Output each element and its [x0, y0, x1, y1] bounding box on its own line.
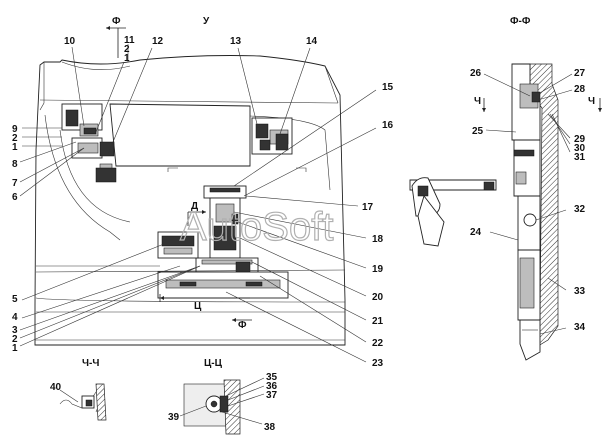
- left-box-assembly: [157, 231, 199, 259]
- callout-12: 12: [152, 36, 164, 47]
- leader-lines-f-f: [483, 73, 573, 335]
- callout-24: 24: [470, 227, 482, 238]
- cut-label-ch-right: Ч: [588, 96, 595, 107]
- view-title-main: У: [203, 16, 210, 27]
- cut-label-f-bottom: Ф: [238, 320, 247, 331]
- latch-assembly: [409, 177, 497, 247]
- callout-36: 36: [266, 381, 278, 392]
- section-ts-ts: Ц-Ц 35 36 37 39 38: [168, 358, 278, 435]
- callout-23: 23: [372, 358, 384, 369]
- cut-label-d: Д: [191, 201, 198, 212]
- view-title-ch-ch: Ч-Ч: [82, 358, 99, 369]
- callout-32: 32: [574, 204, 586, 215]
- callout-1-bottom: 1: [12, 343, 18, 354]
- callout-6: 6: [12, 192, 18, 203]
- callout-2-left: 2: [12, 133, 18, 144]
- right-hinge-assembly: [251, 117, 293, 155]
- watermark: AutoSoft: [180, 205, 333, 249]
- callout-26: 26: [470, 68, 482, 79]
- callout-1-left: 1: [12, 142, 18, 153]
- callout-3: 3: [12, 325, 18, 336]
- window-panel: [109, 103, 251, 167]
- callout-19: 19: [372, 264, 384, 275]
- callout-8: 8: [12, 159, 18, 170]
- callout-1-top: 1: [124, 53, 130, 64]
- callout-18: 18: [372, 234, 384, 245]
- view-title-ts-ts: Ц-Ц: [204, 358, 223, 369]
- callout-27: 27: [574, 68, 586, 79]
- callout-34: 34: [574, 322, 586, 333]
- callout-30: 30: [574, 143, 586, 154]
- callout-17: 17: [362, 202, 374, 213]
- leader-lines-main: [19, 44, 377, 363]
- callout-37: 37: [266, 390, 278, 401]
- callout-33: 33: [574, 286, 586, 297]
- cut-mark-ts: Ц: [159, 294, 250, 312]
- callout-2-top: 2: [124, 44, 130, 55]
- callout-15: 15: [382, 82, 394, 93]
- left-hinge-assembly: [61, 103, 117, 183]
- callout-4: 4: [12, 312, 18, 323]
- callout-16: 16: [382, 120, 394, 131]
- callout-31: 31: [574, 152, 586, 163]
- callout-5: 5: [12, 294, 18, 305]
- cut-mark-ch-left: Ч: [474, 96, 486, 112]
- callout-22: 22: [372, 338, 384, 349]
- callout-21: 21: [372, 316, 384, 327]
- callout-35: 35: [266, 372, 278, 383]
- callouts-f-f: 26 27 28 25 29 30 31 32 24 33 34: [470, 68, 586, 333]
- callout-25: 25: [472, 126, 484, 137]
- cut-mark-ch-right: Ч: [588, 96, 602, 112]
- main-view: У Ф: [12, 16, 497, 369]
- view-title-f-f: Ф-Ф: [510, 16, 531, 27]
- cut-mark-f-top: Ф: [106, 16, 126, 58]
- callout-13: 13: [230, 36, 242, 47]
- callout-11: 11: [124, 35, 135, 46]
- detail-frame-marks: [167, 167, 307, 172]
- callout-38: 38: [264, 422, 276, 433]
- callout-9: 9: [12, 124, 18, 135]
- callout-40: 40: [50, 382, 62, 393]
- callout-10: 10: [64, 36, 76, 47]
- callout-39: 39: [168, 412, 180, 423]
- cut-mark-d: Д: [187, 201, 206, 226]
- cut-label-ch-left: Ч: [474, 96, 481, 107]
- callout-29: 29: [574, 134, 586, 145]
- cut-label-f-top: Ф: [112, 16, 121, 27]
- callout-20: 20: [372, 292, 384, 303]
- callouts-main: 10 11 2 1 12 13 14 15 16 9 2 1 8 7 6 5 4…: [12, 35, 394, 369]
- callout-7: 7: [12, 178, 18, 189]
- cut-mark-f-bottom: Ф: [232, 318, 252, 331]
- callout-2-bottom: 2: [12, 334, 18, 345]
- section-ch-ch: Ч-Ч 40: [50, 358, 107, 421]
- cut-label-ts: Ц: [194, 301, 202, 312]
- callout-14: 14: [306, 36, 318, 47]
- callout-28: 28: [574, 84, 586, 95]
- section-f-f: Ф-Ф Ч Ч: [470, 16, 602, 361]
